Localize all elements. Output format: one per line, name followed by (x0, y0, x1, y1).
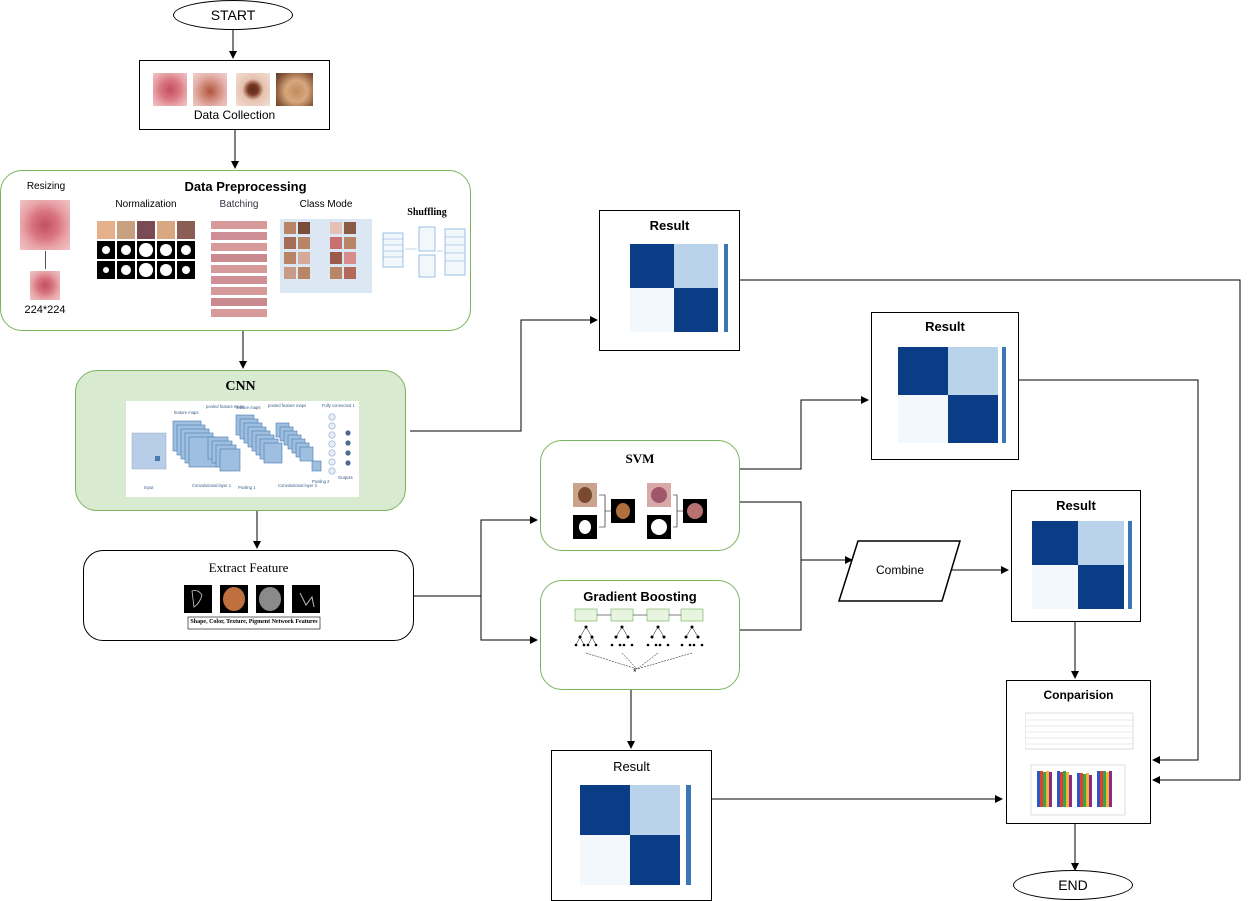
cnn-label-conv2: Convolutional layer 2 (278, 483, 318, 488)
extract-feature-title: Extract Feature (208, 560, 289, 575)
lesion-image-2 (193, 73, 227, 106)
data-collection-label: Data Collection (193, 108, 276, 122)
comparision-figure (1025, 712, 1134, 816)
preprocessing-title: Data Preprocessing (184, 179, 307, 194)
cnn-label-feature-maps-2: feature maps (236, 405, 260, 410)
lesion-image-3 (236, 73, 270, 106)
shuffling-tables (382, 226, 466, 278)
cnn-title: CNN (225, 379, 256, 394)
normalization-grid (97, 221, 195, 279)
svm-result-title: Result (925, 319, 965, 334)
combine-result-box: Result (1011, 490, 1141, 622)
start-label: START (210, 7, 256, 23)
cnn-result-title: Result (649, 218, 690, 233)
cnn-label-pooled-2: pooled feature maps (268, 403, 306, 408)
gb-result-box: Result (551, 750, 712, 901)
class-mode-label: Class Mode (299, 199, 353, 210)
cnn-architecture-figure: feature maps pooled feature maps feature… (126, 401, 359, 497)
resized-image-small (30, 271, 60, 300)
shuffling-label: Shuffling (407, 207, 447, 218)
cnn-label-conv1: Convolutional layer 1 (192, 483, 232, 488)
data-preprocessing-box: Data Preprocessing Resizing 224*224 Norm… (0, 170, 471, 331)
class-mode-grid (280, 219, 372, 293)
svm-confusion-matrix (898, 347, 1006, 443)
resized-image-large (20, 200, 70, 250)
svm-box: SVM (540, 440, 740, 551)
cnn-label-input: Input (144, 485, 154, 490)
cnn-label-fc1: Fully connected 1 (322, 403, 355, 408)
combine-box (838, 540, 962, 602)
arrow-extract-to-gb (480, 596, 538, 644)
cnn-label-pool1: Pooling 1 (238, 485, 256, 490)
end-label: END (1058, 877, 1088, 893)
feature-images (184, 585, 321, 630)
cnn-label-pool2: Pooling 2 (312, 479, 330, 484)
batching-grid (211, 221, 267, 317)
lesion-image-1 (153, 73, 187, 106)
arrow-extract-to-svm (414, 516, 538, 597)
size-label: 224*224 (24, 304, 66, 316)
aggregate-symbol: * (633, 667, 637, 677)
combine-result-title: Result (1056, 498, 1096, 513)
gradient-boosting-box: Gradient Boosting * (540, 580, 740, 690)
comparision-title: Conparision (1043, 688, 1114, 702)
cnn-confusion-matrix (630, 244, 728, 332)
comparision-box: Conparision (1006, 680, 1151, 824)
svm-segmentation-images (573, 483, 707, 539)
arrow-cnn-to-result (410, 316, 598, 432)
cnn-label-feature-maps-1: feature maps (174, 410, 198, 415)
end-terminal: END (1013, 870, 1133, 900)
combine-label: Combine (875, 563, 925, 577)
batching-label: Batching (219, 199, 259, 210)
combine-confusion-matrix (1032, 521, 1132, 609)
data-collection-box: Data Collection (139, 60, 330, 130)
cnn-label-outputs: Outputs (338, 475, 353, 480)
arrow-svm-to-result (740, 396, 869, 470)
normalization-label: Normalization (115, 199, 177, 210)
svm-result-box: Result (871, 312, 1019, 460)
cnn-result-box: Result (599, 210, 740, 351)
gb-confusion-matrix (580, 785, 691, 885)
svm-title: SVM (625, 451, 655, 466)
line-svm-gb-join (740, 501, 802, 631)
gradient-boosting-title: Gradient Boosting (583, 589, 697, 604)
feature-caption: Shape, Color, Texture, Pigment Network F… (190, 619, 318, 625)
start-terminal: START (173, 0, 293, 30)
resize-connector (45, 251, 46, 269)
boosting-trees-figure: * (574, 608, 704, 677)
resizing-label: Resizing (26, 181, 66, 192)
extract-feature-box: Extract Feature Shape, Color, Texture, P… (83, 550, 414, 641)
cnn-label-pooled-1: pooled feature maps (206, 404, 244, 409)
cnn-box: CNN feature maps pooled feature maps fea… (75, 370, 406, 511)
lesion-image-4 (276, 73, 313, 106)
gb-result-title: Result (613, 759, 650, 774)
